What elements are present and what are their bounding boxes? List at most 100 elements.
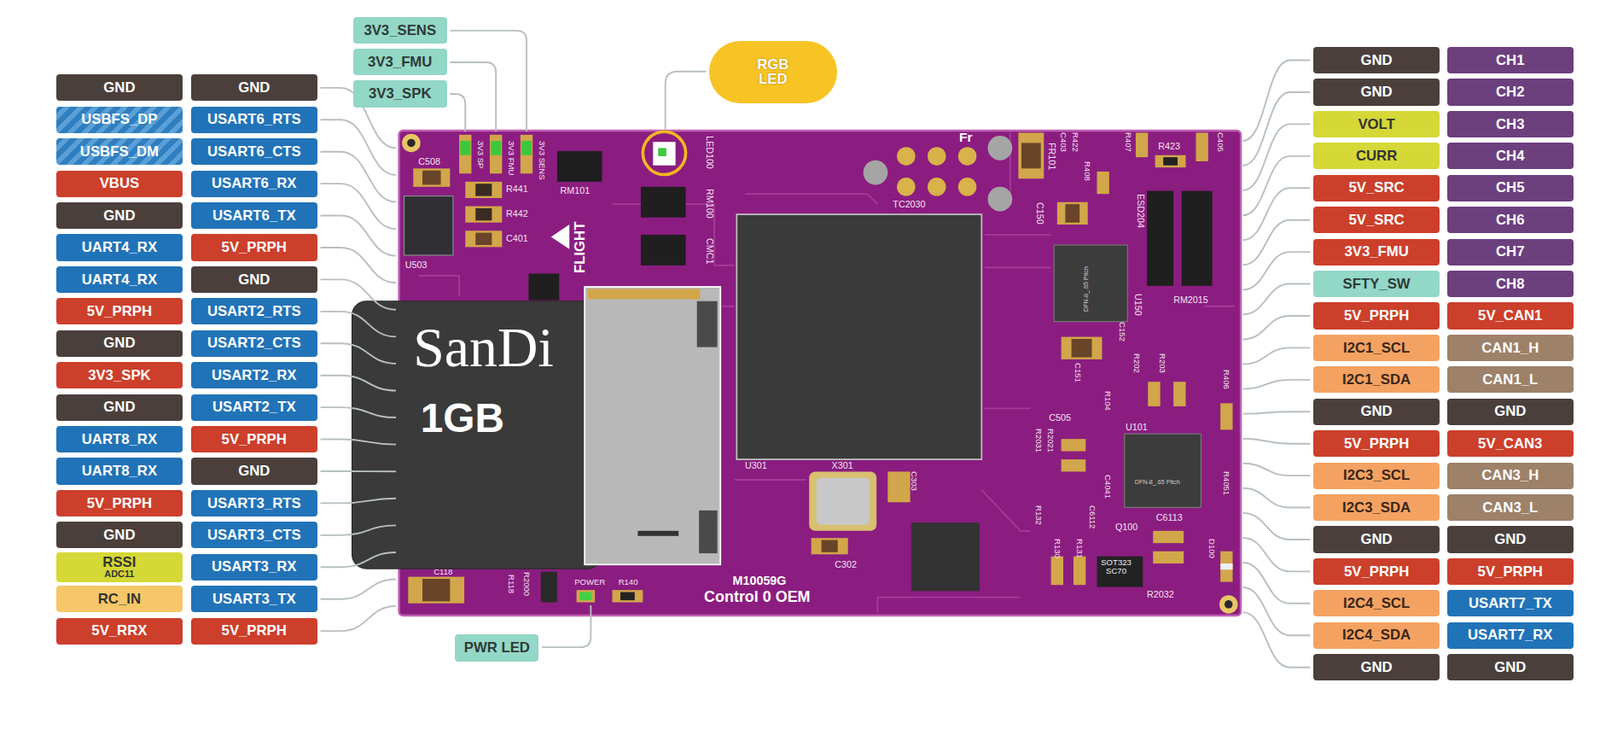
ic-chip (640, 234, 687, 266)
smd-part (475, 232, 492, 245)
smd-part (821, 540, 838, 553)
pin-label: 5V_PRPH (191, 617, 318, 645)
leader-line (1242, 411, 1310, 414)
pin-name: RC_IN (98, 591, 141, 607)
test-pad (863, 135, 1013, 211)
board-illustration (320, 30, 1310, 668)
pin-name: USBFS_DP (81, 111, 158, 128)
pin-label: USART2_RX (191, 361, 318, 389)
sd-card (637, 530, 679, 536)
smd-part (1021, 142, 1042, 169)
silkscreen-label: R407 (1124, 132, 1134, 152)
smd-part (1195, 132, 1208, 161)
smd-part (1018, 132, 1044, 179)
silkscreen-label: R132 (1035, 505, 1044, 525)
smd-part (1096, 171, 1109, 194)
ic-chip (911, 522, 980, 591)
pin-name: UART8_RX (81, 463, 158, 479)
leader-line (449, 62, 496, 132)
silkscreen-label: CMC1 (704, 238, 715, 264)
led-symbol (642, 131, 686, 175)
pin-label: GND (1313, 653, 1440, 681)
leader-line (320, 439, 396, 445)
led-symbol (576, 589, 596, 602)
pin-label: 5V_CAN1 (1447, 302, 1574, 329)
smd-part (1051, 556, 1064, 585)
pin-label: USART7_TX (1447, 589, 1574, 617)
silkscreen-label: R130 (1053, 538, 1062, 559)
mounting-hole (1224, 599, 1234, 609)
smd-part (465, 206, 502, 223)
pin-label: I2C3_SCL (1313, 462, 1440, 489)
leader-line (320, 119, 396, 175)
callout-box: RGB LED (709, 40, 837, 104)
pin-label: SFTY_SW (1313, 270, 1440, 297)
pin-label: USART6_RX (191, 170, 318, 198)
pin-name: CAN3_L (1482, 500, 1538, 516)
pin-name: USART3_RTS (207, 495, 302, 512)
silkscreen-label: C505 (1048, 413, 1071, 423)
pin-label: 5V_PRPH (191, 425, 318, 453)
leader-line (541, 605, 591, 647)
pin-name: I2C1_SDA (1342, 372, 1411, 388)
smd-part (541, 571, 558, 603)
pin-label: GND (1313, 46, 1440, 74)
smd-part (1152, 530, 1184, 543)
pin-name: USART6_TX (212, 208, 297, 224)
pin-label: 5V_PRPH (1313, 302, 1440, 329)
leader-line (1242, 438, 1310, 444)
pin-label: USART3_TX (191, 585, 318, 612)
pin-label: CAN1_L (1447, 366, 1574, 393)
ic-chip (1124, 433, 1202, 507)
pin-name: 5V_PRPH (87, 495, 152, 512)
pin-subtitle: ADC11 (104, 569, 134, 579)
pin-name: USART3_RX (211, 558, 297, 575)
smd-part (1073, 556, 1086, 585)
leader-line (320, 498, 396, 504)
pin-name: I2C4_SCL (1343, 595, 1410, 611)
leader-line (1242, 60, 1310, 141)
pcb-trace (981, 489, 1030, 531)
pin-label: UART4_RX (56, 233, 183, 261)
silkscreen-label: LED100 (704, 135, 715, 169)
pin-label: 3V3_FMU (1313, 238, 1440, 266)
smd-part (611, 589, 643, 602)
pin-label: 5V_PRPH (1313, 430, 1440, 457)
smd-part (1061, 438, 1087, 451)
leader-line (449, 93, 466, 132)
smd-part (475, 208, 492, 221)
pin-name: 5V_PRPH (221, 622, 287, 639)
pin-label: USART6_CTS (191, 138, 318, 165)
pin-label: 5V_PRPH (1313, 558, 1440, 585)
pin-label: RSSIADC11 (56, 552, 183, 582)
mounting-hole (401, 133, 421, 153)
silkscreen-label: R423 (1157, 141, 1181, 152)
pin-name: USART6_RTS (207, 111, 302, 128)
pin-name: I2C1_SCL (1343, 340, 1410, 356)
silkscreen-label: TC2030 (892, 199, 926, 210)
test-pad (896, 146, 916, 166)
silkscreen-label: R2000 (522, 571, 531, 596)
mounting-hole (407, 139, 416, 148)
smd-part (475, 183, 492, 196)
ic-chip (557, 151, 603, 182)
pin-label: GND (191, 74, 318, 101)
pin-name: CAN1_L (1482, 372, 1538, 388)
test-pad (927, 146, 947, 166)
pin-label: GND (1447, 653, 1574, 681)
silkscreen-label: X301 (832, 460, 854, 471)
pin-label: GND (56, 330, 183, 357)
pin-label: UART8_RX (56, 457, 183, 484)
pin-name: USART2_RTS (207, 303, 302, 320)
led-symbol (459, 134, 472, 174)
pin-name: GND (1361, 403, 1393, 419)
smd-part (620, 592, 635, 601)
pin-name: GND (1494, 403, 1526, 419)
leader-line (320, 343, 396, 364)
ic-chip (1146, 191, 1174, 286)
smd-part (811, 537, 849, 554)
pin-label: CH8 (1447, 270, 1574, 297)
pin-label: USART2_TX (191, 394, 318, 421)
leader-line (320, 151, 396, 203)
pin-label: I2C4_SDA (1313, 622, 1440, 649)
